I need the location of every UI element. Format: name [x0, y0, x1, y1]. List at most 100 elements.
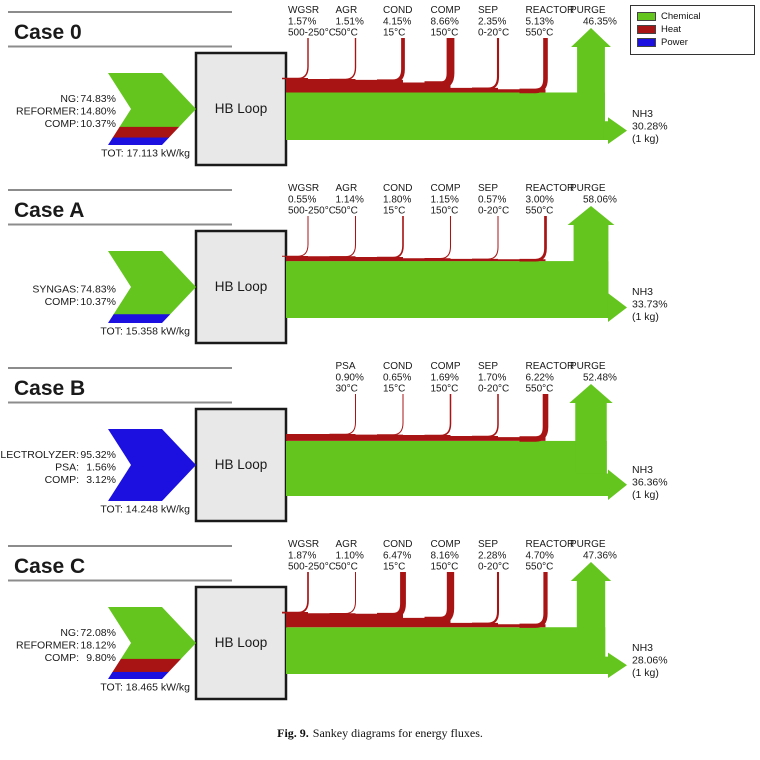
loss-branch-cond: [377, 38, 405, 84]
loss-pct-label: 1.10%: [336, 551, 364, 562]
loss-name-label: COMP: [431, 361, 461, 372]
loss-name-label: WGSR: [288, 5, 319, 16]
loss-pct-label: 1.14%: [336, 195, 364, 206]
case-title: Case C: [14, 555, 85, 578]
nh3-arrow: [603, 117, 627, 144]
input-label: ELECTROLYZER:: [0, 449, 79, 461]
loss-pct-label: 4.70%: [526, 551, 554, 562]
purge-arrowhead-icon: [567, 206, 615, 225]
loss-name-label: SEP: [478, 183, 498, 194]
loss-temp-label: 500-250°C: [288, 206, 336, 217]
hb-loop-label: HB Loop: [215, 457, 268, 472]
loss-branch-sep: [472, 394, 499, 438]
purge-pct-label: 47.36%: [583, 551, 617, 562]
loss-branch-cond: [377, 216, 404, 259]
input-value: 74.83%: [80, 284, 116, 296]
loss-pct-label: 0.90%: [336, 373, 364, 384]
loss-branch-agr: [329, 572, 356, 614]
total-label: TOT: 17.113 kW/kg: [101, 148, 190, 160]
purge-name-label: PURGE: [570, 5, 606, 16]
hb-loop-box: [194, 51, 288, 167]
nh3-pct-label: 30.28%: [632, 121, 668, 133]
loss-name-label: WGSR: [288, 183, 319, 194]
loss-pct-label: 8.66%: [431, 17, 459, 28]
loss-pct-label: 1.87%: [288, 551, 316, 562]
purge-arrowhead-icon: [571, 28, 611, 47]
nh3-pct-label: 28.06%: [632, 655, 668, 667]
loss-branch-reactor: [519, 216, 547, 262]
loss-pct-label: 6.47%: [383, 551, 411, 562]
loss-name-label: COND: [383, 183, 412, 194]
loss-name-label: SEP: [478, 539, 498, 550]
figure-caption: Fig. 9.Sankey diagrams for energy fluxes…: [0, 726, 760, 741]
nh3-name-label: NH3: [632, 642, 653, 654]
purge-arrowhead-icon: [570, 562, 612, 581]
input-flow-stripe: [108, 498, 196, 501]
loss-pct-label: 1.69%: [431, 373, 459, 384]
loss-branch-reactor: [519, 394, 549, 442]
nh3-name-label: NH3: [632, 286, 653, 298]
loss-pct-label: 2.35%: [478, 17, 506, 28]
heat-flow-band: [286, 256, 546, 262]
loss-pct-label: 1.15%: [431, 195, 459, 206]
nh3-note-label: (1 kg): [632, 667, 659, 679]
sankey-case-2: Case BHB LoopELECTROLYZER:95.32%PSA:1.56…: [0, 361, 668, 523]
chemical-swatch-icon: [637, 12, 656, 21]
legend-row-chemical: Chemical: [637, 10, 748, 23]
purge-pct-label: 52.48%: [583, 373, 617, 384]
input-flow-stripe: [108, 126, 196, 139]
loss-temp-label: 150°C: [431, 206, 459, 217]
loss-temp-label: 50°C: [336, 28, 358, 39]
loss-temp-label: 15°C: [383, 562, 405, 573]
loss-name-label: COND: [383, 5, 412, 16]
main-chemical-flow: [286, 627, 606, 674]
input-label: COMP:: [45, 296, 79, 308]
loss-branch-agr: [329, 38, 357, 81]
loss-branch-comp: [424, 38, 455, 90]
sankey-case-1: Case AHB LoopSYNGAS:74.83%COMP:10.37%TOT…: [8, 183, 668, 345]
loss-pct-label: 1.70%: [478, 373, 506, 384]
loss-name-label: WGSR: [288, 539, 319, 550]
loss-pct-label: 3.00%: [526, 195, 554, 206]
input-label: COMP:: [45, 474, 79, 486]
input-value: 10.37%: [80, 118, 116, 130]
loss-temp-label: 15°C: [383, 28, 405, 39]
input-value: 18.12%: [80, 640, 116, 652]
loss-branch-psa: [329, 394, 356, 435]
legend-label-heat: Heat: [661, 24, 682, 35]
loss-pct-label: 5.13%: [526, 17, 554, 28]
loss-branch-reactor: [519, 572, 548, 628]
input-label: PSA:: [55, 462, 79, 474]
input-value: 95.32%: [80, 449, 116, 461]
sankey-case-0: Case 0HB LoopNG:74.83%REFORMER:14.80%COM…: [8, 5, 668, 167]
loss-pct-label: 1.57%: [288, 17, 316, 28]
main-chemical-flow: [286, 440, 607, 496]
input-value: 72.08%: [80, 627, 116, 639]
loss-pct-label: 1.80%: [383, 195, 411, 206]
loss-temp-label: 550°C: [526, 206, 554, 217]
loss-temp-label: 500-250°C: [288, 28, 336, 39]
nh3-pct-label: 33.73%: [632, 299, 668, 311]
nh3-name-label: NH3: [632, 108, 653, 120]
loss-branch-wgsr: [282, 216, 309, 257]
nh3-arrow: [605, 469, 627, 500]
total-label: TOT: 14.248 kW/kg: [100, 504, 190, 516]
loss-pct-label: 0.55%: [288, 195, 316, 206]
loss-name-label: COMP: [431, 5, 461, 16]
hb-loop-label: HB Loop: [215, 279, 268, 294]
loss-temp-label: 15°C: [383, 384, 405, 395]
loss-temp-label: 150°C: [431, 562, 459, 573]
loss-temp-label: 0-20°C: [478, 384, 509, 395]
loss-pct-label: 8.16%: [431, 551, 459, 562]
loss-branch-wgsr: [282, 572, 309, 614]
loss-pct-label: 0.57%: [478, 195, 506, 206]
loss-name-label: PSA: [336, 361, 356, 372]
heat-flow-band: [286, 612, 546, 628]
loss-temp-label: 0-20°C: [478, 28, 509, 39]
loss-branch-sep: [472, 38, 500, 90]
purge-flow: [573, 223, 609, 298]
input-value: 74.83%: [80, 93, 116, 105]
loss-name-label: AGR: [336, 539, 358, 550]
purge-name-label: PURGE: [570, 361, 606, 372]
